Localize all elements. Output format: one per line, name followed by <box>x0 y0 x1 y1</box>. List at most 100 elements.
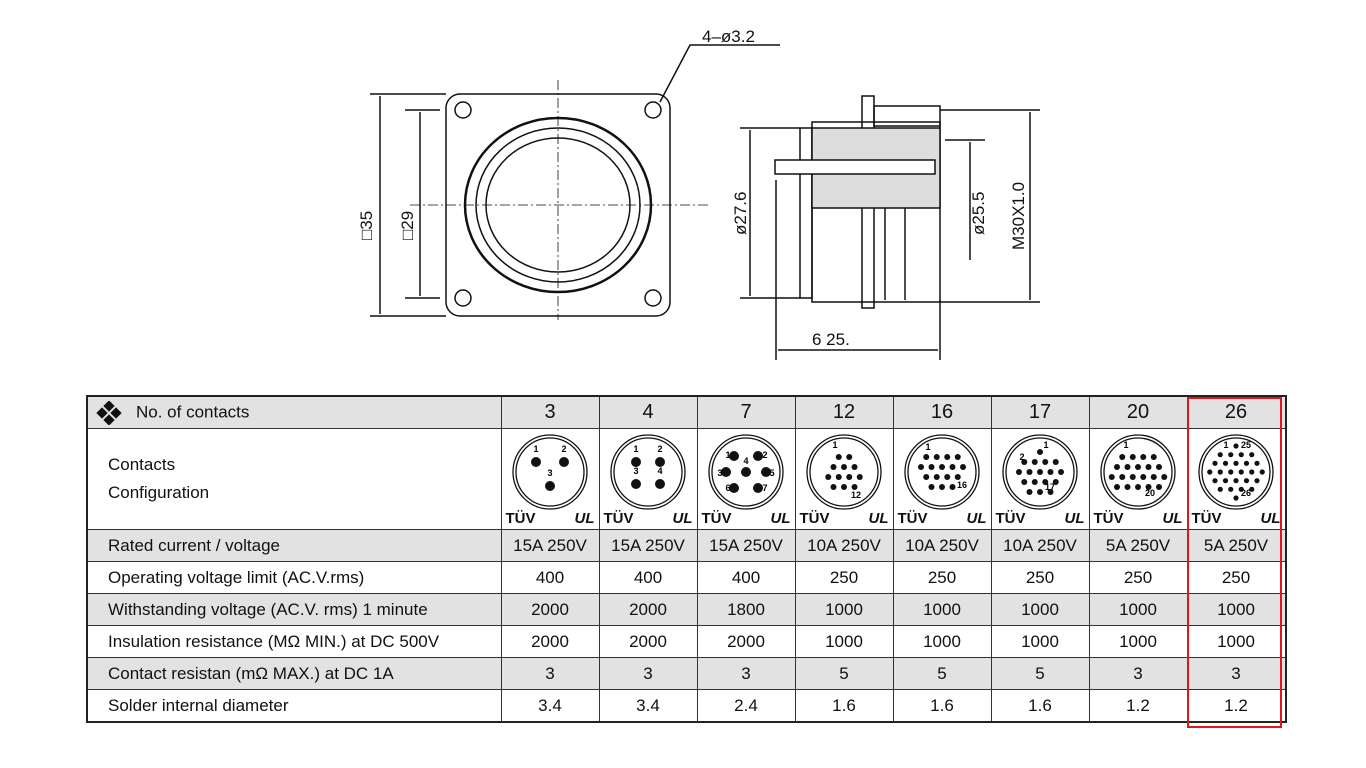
pin-number-label: 26 <box>1241 488 1251 498</box>
table-cell: 1000 <box>892 593 992 626</box>
row-label: Insulation resistance (MΩ MIN.) at DC 50… <box>86 625 502 658</box>
pin <box>1042 479 1049 485</box>
contact-count-3: 3 <box>500 395 600 429</box>
table-cell: 1.2 <box>1186 689 1286 723</box>
table-cell: 250 <box>1186 561 1286 594</box>
pin <box>721 467 731 477</box>
pin <box>830 484 837 490</box>
inner-diameter-label: ø25.5 <box>969 192 988 235</box>
pin <box>949 484 956 490</box>
table-cell: 5 <box>990 657 1090 690</box>
pin <box>655 457 665 467</box>
pin <box>1047 489 1054 495</box>
hole-callout-label: 4–ø3.2 <box>702 27 755 46</box>
pin <box>1156 464 1162 470</box>
pin <box>928 484 935 490</box>
table-cell: 250 <box>1088 561 1188 594</box>
pin <box>1233 443 1239 449</box>
pin <box>1243 478 1250 484</box>
pin <box>1026 469 1033 475</box>
pin <box>741 467 751 477</box>
pin <box>1140 474 1147 480</box>
pin <box>559 457 569 467</box>
table-cell: 1000 <box>794 593 894 626</box>
contact-count-16: 16 <box>892 395 992 429</box>
pin <box>1249 486 1255 492</box>
table-cell: 1000 <box>1088 625 1188 658</box>
table-cell: 3.4 <box>500 689 600 723</box>
table-cell: 3.4 <box>598 689 698 723</box>
pin <box>954 474 961 480</box>
pin <box>1217 486 1223 492</box>
pin-number-label: 1 <box>1223 440 1228 450</box>
table-cell: 15A 250V <box>500 529 600 562</box>
pin <box>1058 469 1064 475</box>
pin-number-label: 2 <box>657 444 662 454</box>
pin <box>1021 479 1028 485</box>
tuv-logo: TÜV <box>799 510 830 527</box>
table-cell: 2000 <box>500 625 600 658</box>
table-cell: 5 <box>794 657 894 690</box>
pin <box>1052 459 1059 465</box>
pin <box>531 457 541 467</box>
thread-label: M30X1.0 <box>1009 182 1028 250</box>
table-cell: 2000 <box>696 625 796 658</box>
pin-layout-16-icon: 116 <box>904 434 980 510</box>
pin <box>631 479 641 489</box>
pin <box>1238 486 1244 492</box>
table-cell: 5 <box>892 657 992 690</box>
pin-number-label: 6 <box>725 483 730 493</box>
pin-number-label: 1 <box>1123 440 1128 450</box>
pin <box>729 451 739 461</box>
pin <box>825 474 832 480</box>
table-cell: 2000 <box>598 625 698 658</box>
table-cell: 250 <box>794 561 894 594</box>
pin <box>1233 460 1239 466</box>
diamond-bullet-icon <box>96 400 122 425</box>
pin-number-label: 12 <box>851 490 861 500</box>
table-cell: 10A 250V <box>990 529 1090 562</box>
pin-number-label: 4 <box>743 456 748 466</box>
pin <box>1037 469 1043 475</box>
pin <box>1212 478 1218 484</box>
table-cell: 15A 250V <box>598 529 698 562</box>
tuv-logo: TÜV <box>995 510 1026 527</box>
pin <box>1217 469 1223 475</box>
pin <box>835 454 842 460</box>
pin <box>1249 469 1255 475</box>
pin <box>835 474 842 480</box>
pin-number-label: 5 <box>769 468 774 478</box>
table-cell: 1.6 <box>990 689 1090 723</box>
contact-count-7: 7 <box>696 395 796 429</box>
row-label: Rated current / voltage <box>86 529 502 562</box>
pin <box>846 474 853 480</box>
pin <box>1119 454 1126 460</box>
pin-number-label: 1 <box>633 444 638 454</box>
mount-hole <box>454 101 472 119</box>
table-cell: 1800 <box>696 593 796 626</box>
pin-number-label: 1 <box>925 442 930 452</box>
pin <box>1042 459 1049 465</box>
pin <box>631 457 641 467</box>
table-cell: 400 <box>696 561 796 594</box>
row-label: Contact resistan (mΩ MAX.) at DC 1A <box>86 657 502 690</box>
table-cell: 5A 250V <box>1088 529 1188 562</box>
table-cell: 3 <box>696 657 796 690</box>
pin <box>1016 469 1022 475</box>
contact-count-12: 12 <box>794 395 894 429</box>
pin-layout-20-icon: 120 <box>1100 434 1176 510</box>
pin-number-label: 3 <box>633 466 638 476</box>
pin <box>1037 449 1043 455</box>
pin <box>923 454 930 460</box>
pin-number-label: 17 <box>1045 482 1055 492</box>
pin <box>1228 452 1234 458</box>
config-label-1: Contacts <box>108 455 176 474</box>
pin <box>944 474 951 480</box>
table-cell: 10A 250V <box>892 529 992 562</box>
